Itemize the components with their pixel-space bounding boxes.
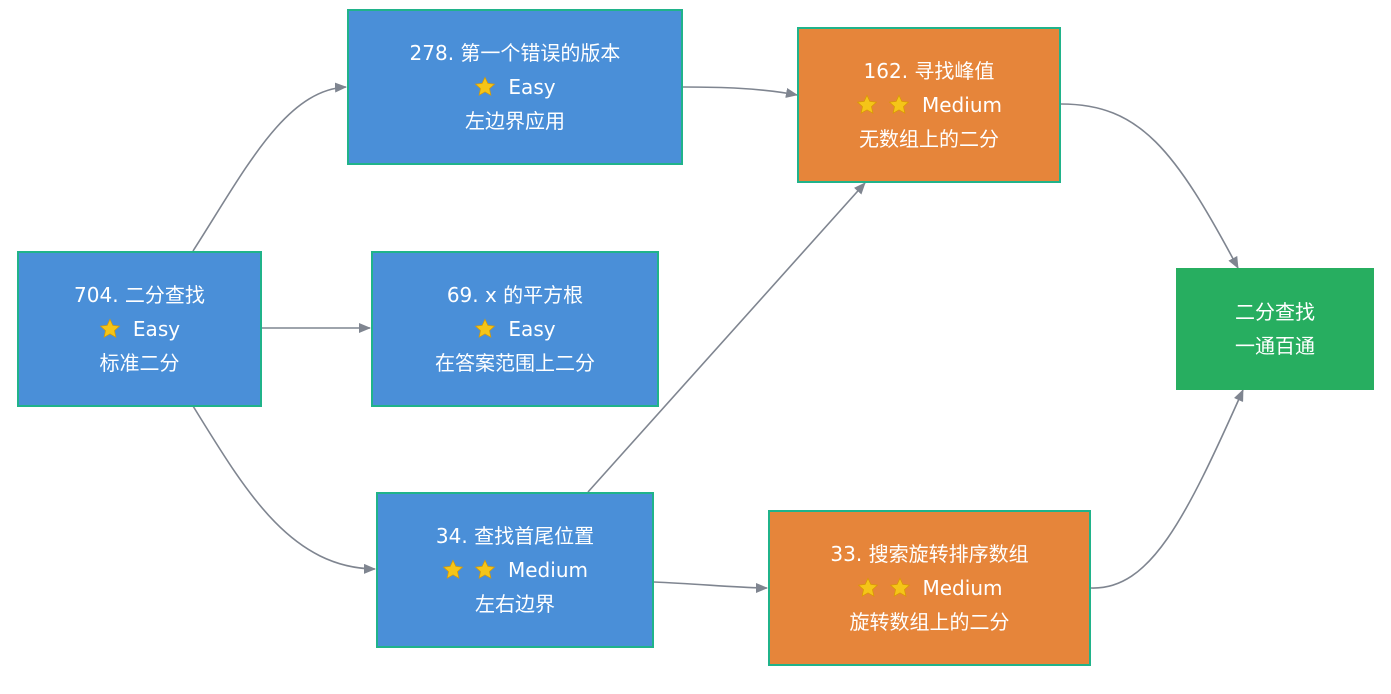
node-note: 标准二分: [99, 351, 180, 375]
node-note: 在答案范围上二分: [435, 351, 595, 375]
star-icon: [889, 577, 910, 597]
node-note: 左右边界: [475, 592, 555, 616]
node-704-binary-search[interactable]: 704. 二分查找 Easy 标准二分: [17, 251, 262, 407]
node-33-rotated-array[interactable]: 33. 搜索旋转排序数组 Medium 旋转数组上的二分: [768, 510, 1091, 666]
difficulty-row: Easy: [474, 70, 556, 104]
difficulty-row: Medium: [856, 88, 1002, 122]
edge-278-162: [682, 86, 798, 98]
node-278-first-bad-version[interactable]: 278. 第一个错误的版本 Easy 左边界应用: [347, 9, 683, 165]
star-icon: [888, 94, 910, 114]
difficulty-label: Medium: [922, 576, 1003, 600]
star-icon: [99, 318, 121, 338]
edge-34-162: [587, 182, 866, 493]
node-title: 69. x 的平方根: [446, 283, 584, 307]
difficulty-label: Easy: [508, 317, 556, 341]
node-34-first-last-position[interactable]: 34. 查找首尾位置 Medium 左右边界: [376, 492, 654, 648]
node-title: 704. 二分查找: [74, 283, 205, 307]
node-title: 34. 查找首尾位置: [435, 524, 595, 548]
edge-162-goal: [1060, 103, 1239, 269]
node-title: 162. 寻找峰值: [863, 59, 995, 83]
difficulty-label: Medium: [508, 558, 588, 582]
node-goal[interactable]: 二分查找 一通百通: [1176, 268, 1374, 390]
node-162-find-peak[interactable]: 162. 寻找峰值 Medium 无数组上的二分: [797, 27, 1061, 183]
difficulty-label: Easy: [508, 75, 556, 99]
star-icon: [442, 559, 464, 579]
edge-704-34: [192, 405, 376, 574]
difficulty-row: Medium: [857, 571, 1003, 605]
node-note: 无数组上的二分: [859, 127, 999, 151]
node-title: 278. 第一个错误的版本: [409, 41, 621, 65]
star-icon: [475, 318, 496, 338]
goal-line-1: 二分查找: [1235, 300, 1315, 324]
star-icon: [474, 559, 496, 579]
edge-704-278: [192, 82, 347, 252]
difficulty-label: Easy: [132, 317, 181, 341]
edge-34-33: [653, 581, 768, 593]
difficulty-label: Medium: [922, 93, 1002, 117]
node-title: 33. 搜索旋转排序数组: [830, 542, 1029, 566]
difficulty-row: Medium: [442, 553, 588, 587]
node-note: 左边界应用: [465, 109, 565, 133]
edge-33-goal: [1090, 389, 1244, 589]
difficulty-row: Easy: [99, 312, 180, 346]
node-69-sqrt-x[interactable]: 69. x 的平方根 Easy 在答案范围上二分: [371, 251, 659, 407]
star-icon: [856, 94, 878, 114]
difficulty-row: Easy: [474, 312, 556, 346]
goal-line-2: 一通百通: [1235, 334, 1315, 358]
node-note: 旋转数组上的二分: [849, 610, 1010, 634]
star-icon: [857, 577, 878, 597]
star-icon: [475, 76, 496, 96]
